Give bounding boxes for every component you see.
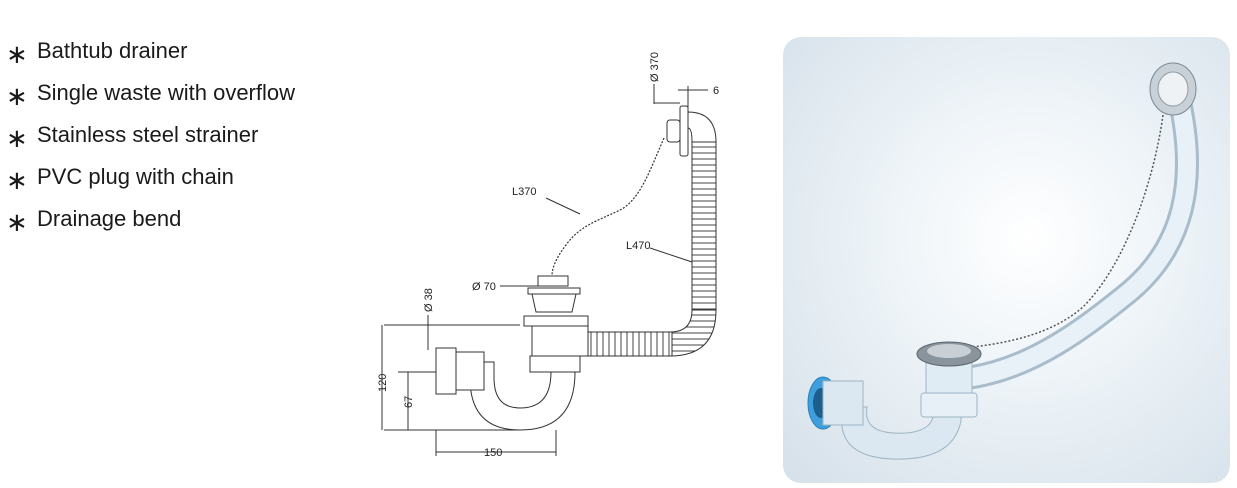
outlet-nut bbox=[435, 347, 457, 395]
dim-outlet-height: 67 bbox=[403, 396, 415, 408]
product-illustration bbox=[807, 62, 1200, 460]
plug bbox=[537, 275, 569, 287]
strainer-body bbox=[531, 293, 577, 313]
hose-vertical bbox=[691, 139, 717, 311]
feature-text: Drainage bend bbox=[37, 206, 182, 231]
technical-drawing: Ø 370 6 L370 L470 Ø 70 Ø 38 120 67 150 bbox=[377, 52, 719, 459]
trap bbox=[841, 396, 962, 460]
bullet-icon: ∗ bbox=[6, 123, 28, 153]
dim-outlet-diameter: Ø 38 bbox=[423, 288, 435, 312]
chain bbox=[972, 114, 1164, 348]
dim-overflow-depth: 6 bbox=[713, 85, 719, 97]
chain bbox=[551, 137, 665, 277]
hose-horizontal bbox=[587, 331, 673, 357]
outlet-pipe bbox=[455, 351, 485, 391]
trap bbox=[469, 361, 576, 431]
feature-text: Stainless steel strainer bbox=[37, 122, 259, 147]
feature-text: PVC plug with chain bbox=[37, 164, 234, 189]
bullet-icon: ∗ bbox=[6, 207, 28, 237]
overflow-elbow bbox=[687, 111, 717, 143]
overflow-cap bbox=[666, 119, 681, 143]
bullet-icon: ∗ bbox=[6, 81, 28, 111]
feature-item: ∗ PVC plug with chain bbox=[6, 156, 295, 198]
feature-item: ∗ Stainless steel strainer bbox=[6, 114, 295, 156]
hose-bend bbox=[669, 309, 717, 357]
nut bbox=[529, 355, 581, 373]
dim-width: 150 bbox=[484, 447, 502, 459]
dim-hose-length: L470 bbox=[626, 240, 650, 252]
feature-item: ∗ Bathtub drainer bbox=[6, 30, 295, 72]
bullet-icon: ∗ bbox=[6, 165, 28, 195]
overflow-plate bbox=[679, 105, 689, 157]
waste-body bbox=[531, 325, 589, 357]
nut bbox=[920, 392, 978, 418]
dim-overflow-diameter: Ø 370 bbox=[649, 52, 661, 82]
dim-chain-length: L370 bbox=[512, 186, 536, 198]
feature-text: Bathtub drainer bbox=[37, 38, 188, 63]
bullet-icon: ∗ bbox=[6, 39, 28, 69]
dim-strainer-diameter: Ø 70 bbox=[472, 281, 496, 293]
feature-list: ∗ Bathtub drainer ∗ Single waste with ov… bbox=[6, 30, 295, 240]
strainer-top bbox=[527, 287, 581, 295]
dim-total-height: 120 bbox=[377, 374, 389, 392]
feature-text: Single waste with overflow bbox=[37, 80, 296, 105]
product-photo bbox=[783, 37, 1230, 483]
feature-item: ∗ Drainage bend bbox=[6, 198, 295, 240]
flange bbox=[523, 315, 589, 327]
feature-item: ∗ Single waste with overflow bbox=[6, 72, 295, 114]
